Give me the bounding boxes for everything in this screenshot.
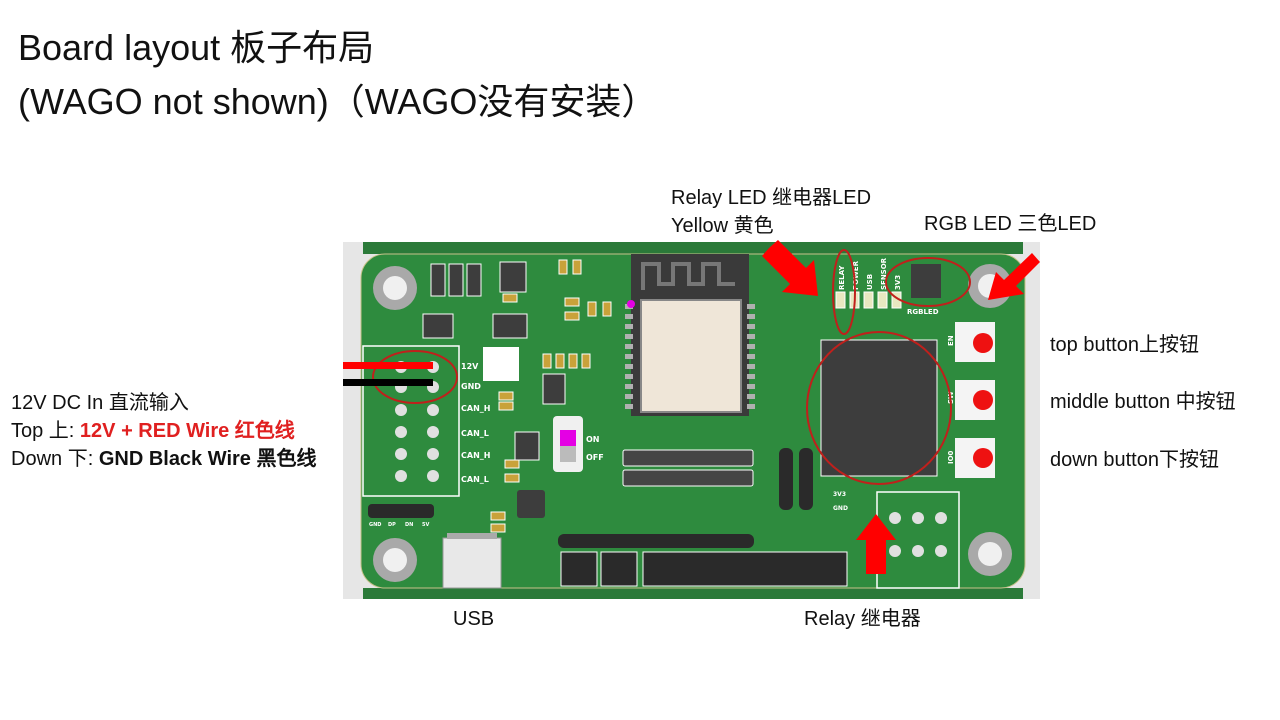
pcb-label-12v: 12V (461, 362, 479, 371)
pcb-label-header-gnd: GND (369, 522, 381, 528)
power-terminal-highlight (372, 350, 458, 404)
usb-label: USB (453, 608, 495, 630)
red-wire (343, 362, 433, 369)
button-io0[interactable] (955, 438, 995, 478)
button-area-highlight (806, 331, 952, 485)
pcb-label-can-h: CAN_H (461, 404, 490, 413)
button-sw[interactable] (955, 380, 995, 420)
switch-label-off: OFF (586, 453, 604, 462)
power-in-label-line3: Down 下: GND Black Wire 黑色线 (11, 447, 316, 471)
pcb-label-header-dp: DP (388, 522, 396, 528)
slide-subtitle: (WAGO not shown)（WAGO没有安装） (18, 81, 658, 122)
pcb-label-can-h-2: CAN_H (461, 451, 490, 460)
header-row-2 (622, 469, 754, 487)
switch-label-on: ON (586, 435, 600, 444)
power-top-prefix: Top 上: (11, 420, 80, 442)
pcb-label-3v3-right: 3V3 (833, 491, 846, 498)
jumper-block-2 (600, 551, 638, 587)
header-row-1 (622, 449, 754, 467)
led-label-usb: USB (866, 274, 874, 290)
power-down-prefix: Down 下: (11, 448, 99, 470)
rgb-led-pcb-label: RGBLED (907, 308, 939, 316)
led-label-3v3: 3V3 (894, 275, 902, 290)
mounting-hole-icon (373, 538, 417, 582)
power-down-black-wire: GND Black Wire 黑色线 (98, 448, 317, 470)
top-rail (363, 242, 1023, 254)
middle-button-label: middle button 中按钮 (1050, 391, 1236, 413)
white-component (483, 347, 519, 381)
button-en[interactable] (955, 322, 995, 362)
button-label-en: EN (947, 335, 955, 346)
header-row-3 (558, 534, 754, 548)
usb-data-header (368, 504, 434, 518)
bottom-rail (363, 588, 1023, 599)
mounting-hole-icon (968, 532, 1012, 576)
mcu-chip (517, 490, 545, 518)
led-label-relay: RELAY (838, 265, 846, 290)
top-button-label: top button上按钮 (1050, 334, 1199, 356)
led-label-sensor: SENSOR (880, 257, 888, 290)
power-in-label-line1: 12V DC In 直流输入 (11, 392, 189, 414)
mounting-hole-icon (968, 264, 1012, 308)
led-label-power: POWER (852, 260, 860, 290)
down-button-label: down button下按钮 (1050, 449, 1219, 471)
power-in-label-line2: Top 上: 12V + RED Wire 红色线 (11, 419, 295, 443)
large-chip (820, 339, 938, 477)
relay-label: Relay 继电器 (804, 608, 921, 630)
main-header (642, 551, 848, 587)
power-terminal-outline (362, 345, 460, 497)
relay-led-highlight (832, 249, 856, 335)
pcb-label-can-l: CAN_L (461, 429, 489, 438)
rgb-led-highlight (885, 257, 971, 307)
terminal-holes (395, 361, 439, 482)
mounting-hole-icon (373, 266, 417, 310)
rgb-led-label: RGB LED 三色LED (924, 213, 1097, 235)
slide-title: Board layout 板子布局 (18, 27, 375, 68)
antenna-trace (641, 262, 735, 290)
pcb-label-can-l-2: CAN_L (461, 475, 489, 484)
black-wire (343, 379, 433, 386)
relay-led-label-line2: Yellow 黄色 (671, 215, 774, 237)
pcb-label-header-5v: 5V (422, 522, 429, 528)
relay-led-label-line1: Relay LED 继电器LED (671, 187, 872, 209)
pcb-label-header-dn: DN (405, 522, 413, 528)
i2c-header-1 (779, 448, 793, 510)
i2c-header-2 (799, 448, 813, 510)
rgb-led-chip (911, 264, 941, 298)
jumper-block-1 (560, 551, 598, 587)
power-top-red-wire: 12V + RED Wire 红色线 (79, 420, 295, 442)
pcb-board: 12V GND CAN_H CAN_L CAN_H CAN_L GND DP D… (343, 242, 1040, 599)
pcb-label-gnd-right: GND (833, 505, 848, 512)
button-label-io0: IO0 (947, 450, 955, 464)
pcb-label-gnd: GND (461, 382, 481, 391)
usb-c-connector (442, 537, 502, 589)
